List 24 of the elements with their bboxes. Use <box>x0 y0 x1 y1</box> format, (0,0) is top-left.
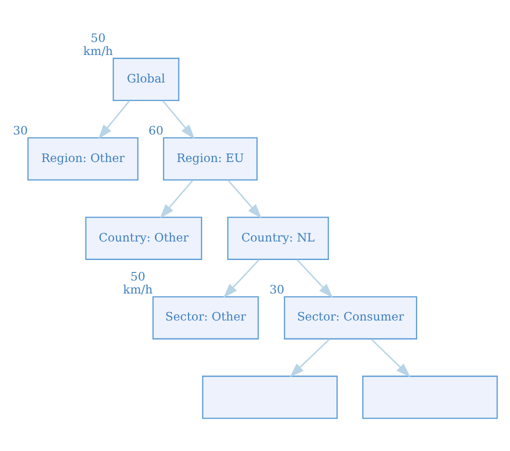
node-box: Country: Other <box>85 216 202 260</box>
arrow <box>98 100 130 139</box>
node-label: 60 <box>148 123 164 138</box>
arrow <box>160 180 194 218</box>
node-box: Sector: Consumer <box>284 296 418 340</box>
node-label: km/h <box>123 282 153 296</box>
node-label: 50 <box>90 31 106 46</box>
arrow <box>290 338 330 378</box>
arrow <box>223 259 260 298</box>
node-label: 30 <box>269 282 284 296</box>
arrow <box>370 338 411 378</box>
arrow <box>228 180 262 218</box>
arrow <box>296 259 333 298</box>
node-box: Global <box>112 58 180 102</box>
node-label: km/h <box>83 44 113 58</box>
node-label: 50 <box>130 269 146 284</box>
node-box: Region: EU <box>162 137 258 181</box>
node-label: 30 <box>12 123 28 138</box>
node-box <box>362 376 498 419</box>
node-box: Sector: Other <box>152 296 259 340</box>
node-box: Region: Other <box>27 137 138 181</box>
node-box: Country: NL <box>227 216 329 260</box>
node-box <box>202 376 338 419</box>
arrow <box>162 100 195 139</box>
